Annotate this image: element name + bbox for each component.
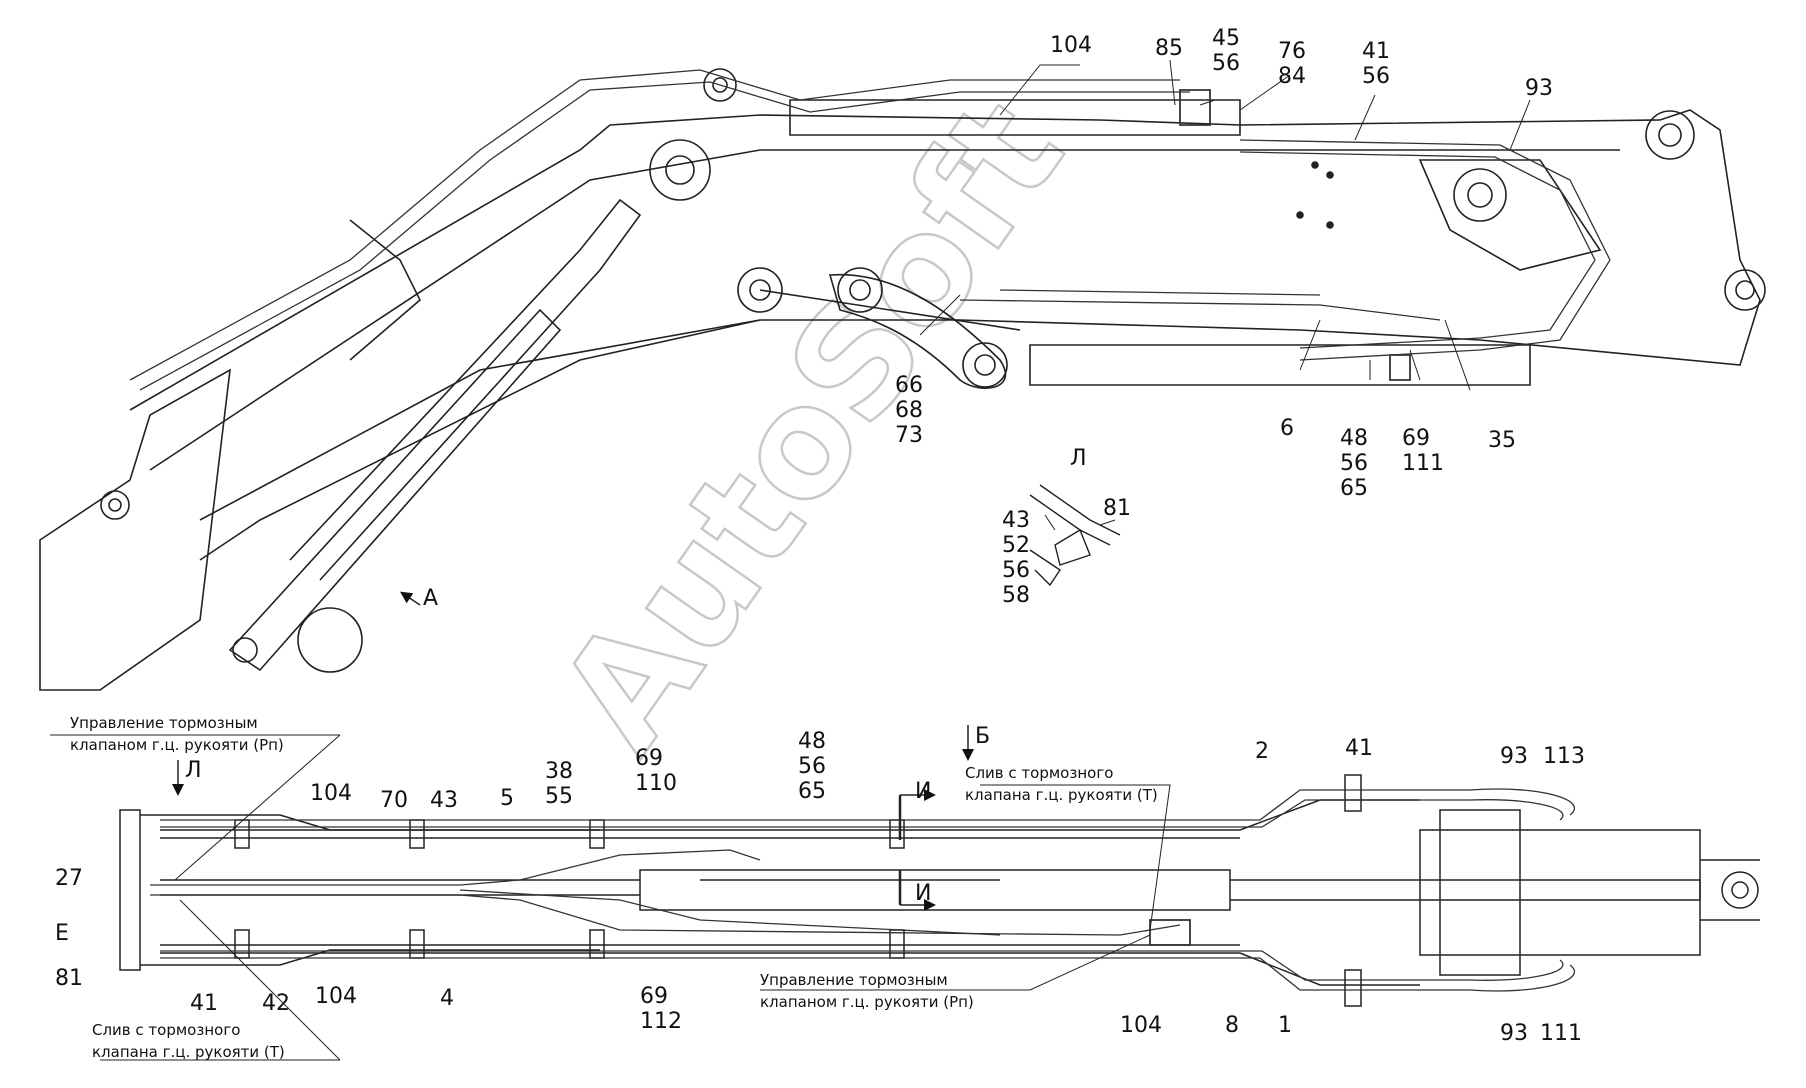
callout-label-c70-0: 70 (380, 788, 408, 813)
boom-cylinder-bottom-pin (232, 637, 258, 663)
callout-label-c42-0: 42 (262, 991, 290, 1016)
callout-label-c69c-0: 69 (640, 984, 668, 1009)
callout-label-c66-1: 68 (895, 398, 923, 423)
callout-label-c69c-1: 112 (640, 1009, 682, 1034)
callout-label-c66-0: 66 (895, 373, 923, 398)
callout-label-c41t-0: 41 (1362, 39, 1390, 64)
callout-label-c81t-0: 81 (1103, 496, 1131, 521)
view-marker-e: Е (55, 921, 69, 946)
callout-label-c48b-0: 48 (798, 729, 826, 754)
section-marker-i-bottom: И (915, 881, 931, 906)
callout-label-c35-0: 35 (1488, 428, 1516, 453)
leader-lines (50, 59, 1531, 1061)
callout-label-c104a-0: 104 (310, 781, 352, 806)
callout-label-c104c-0: 104 (1120, 1013, 1162, 1038)
caption-line-cap4-0: Слив с тормозного (965, 764, 1113, 782)
arm-tip-pin (1645, 110, 1695, 160)
plan-arm-tip (1419, 829, 1701, 956)
callout-label-c38-1: 55 (545, 784, 573, 809)
callout-label-c85-0: 85 (1155, 36, 1183, 61)
boom-cylinder (228, 308, 562, 672)
callout-label-c93c-0: 93 (1500, 1021, 1528, 1046)
bottom-hoses (150, 788, 1576, 992)
callout-label-c69t-1: 111 (1402, 451, 1444, 476)
hose-1 (160, 957, 1576, 992)
callout-label-c104b-0: 104 (315, 984, 357, 1009)
brake-valve-bottom (1149, 919, 1191, 946)
view-marker-a: А (423, 586, 438, 611)
hose-2a (160, 788, 1576, 821)
section-marker-i-top: И (915, 779, 931, 804)
caption-line-cap4-1: клапана г.ц. рукояти (Т) (965, 786, 1158, 804)
callout-label-c4-0: 4 (440, 986, 454, 1011)
detail-view-a (1029, 484, 1121, 587)
callout-label-c48b-2: 65 (798, 779, 826, 804)
view-marker-l-top: Л (1070, 446, 1087, 471)
plan-cylinder (639, 869, 1231, 911)
callout-label-c48t-0: 48 (1340, 426, 1368, 451)
callout-label-c66-2: 73 (895, 423, 923, 448)
callout-label-c69b-1: 110 (635, 771, 677, 796)
callout-label-c93b-0: 93 (1500, 744, 1528, 769)
boom-cylinder-top-pin (649, 139, 711, 201)
caption-line-cap3-1: клапаном г.ц. рукояти (Рп) (760, 993, 974, 1011)
callout-label-c48b-1: 56 (798, 754, 826, 779)
callout-label-c111-0: 111 (1540, 1021, 1582, 1046)
callout-label-c69b-0: 69 (635, 746, 663, 771)
callout-label-c43t-2: 56 (1002, 558, 1030, 583)
view-marker-l-bottom: Л (185, 758, 202, 783)
caption-line-cap1-1: клапаном г.ц. рукояти (Рп) (70, 736, 284, 754)
callout-label-c6-0: 6 (1280, 416, 1294, 441)
callout-label-c69t-0: 69 (1402, 426, 1430, 451)
callout-label-c2-0: 2 (1255, 739, 1269, 764)
callout-label-c76-1: 84 (1278, 64, 1306, 89)
callout-label-c1-0: 1 (1278, 1013, 1292, 1038)
callout-label-c48t-2: 65 (1340, 476, 1368, 501)
boom-foot-plate (119, 809, 141, 971)
hose-104 (150, 849, 761, 886)
valve-block (297, 607, 363, 673)
callout-label-c45-0: 45 (1212, 26, 1240, 51)
callout-label-c93t-0: 93 (1525, 76, 1553, 101)
callout-label-c8-0: 8 (1225, 1013, 1239, 1038)
callout-label-c27-0: 27 (55, 866, 83, 891)
callout-label-c41b-0: 41 (1345, 736, 1373, 761)
callout-label-c43t-0: 43 (1002, 508, 1030, 533)
callout-label-c81b-0: 81 (55, 966, 83, 991)
view-marker-b: Б (975, 724, 990, 749)
callout-label-c43t-3: 58 (1002, 583, 1030, 608)
callout-label-c38-0: 38 (545, 759, 573, 784)
top-hoses (129, 69, 1611, 391)
boom-top-cylinder (789, 99, 1241, 136)
boom-foot-pin (100, 490, 130, 520)
callout-label-c41t-1: 56 (1362, 64, 1390, 89)
caption-line-cap1-0: Управление тормозным (70, 714, 258, 732)
arm-link (828, 273, 1007, 389)
callout-label-c48t-1: 56 (1340, 451, 1368, 476)
callout-label-c113-0: 113 (1543, 744, 1585, 769)
caption-line-cap3-0: Управление тормозным (760, 971, 948, 989)
boom-foot-bracket (39, 368, 231, 691)
callout-label-c43t-1: 52 (1002, 533, 1030, 558)
brake-valve-top (1179, 89, 1211, 126)
caption-group: Управление тормозным клапаном г.ц. рукоят… (70, 714, 1158, 1061)
callout-label-c5-0: 5 (500, 786, 514, 811)
caption-line-cap2-1: клапана г.ц. рукояти (Т) (92, 1043, 285, 1061)
callout-label-c41c-0: 41 (190, 991, 218, 1016)
hose-main-upper (129, 69, 1180, 381)
callout-label-c76-0: 76 (1278, 39, 1306, 64)
callout-label-c43b-0: 43 (430, 788, 458, 813)
hose-return (1239, 139, 1611, 361)
callout-label-c104t-0: 104 (1050, 33, 1092, 58)
caption-line-cap2-0: Слив с тормозного (92, 1021, 240, 1039)
callout-label-c45-1: 56 (1212, 51, 1240, 76)
